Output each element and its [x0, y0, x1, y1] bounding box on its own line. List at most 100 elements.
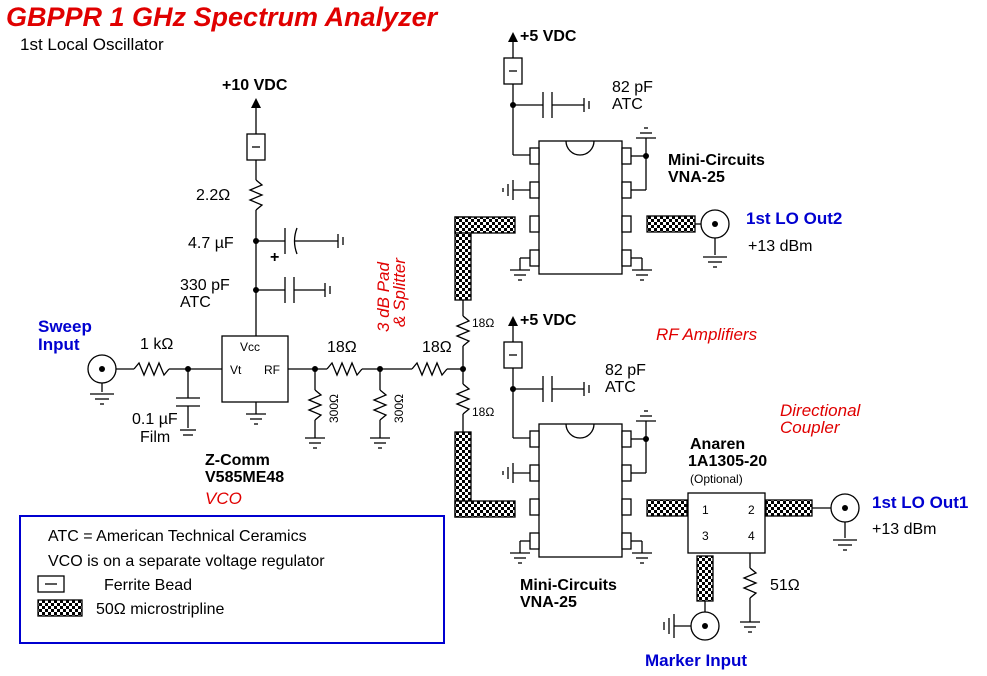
coupler-part: 1A1305-20	[688, 453, 767, 470]
r-18-b-label: 18Ω	[422, 339, 452, 356]
ground-icon	[631, 540, 652, 564]
microstrip-coupler-in	[646, 499, 688, 517]
resistor-300-a	[305, 369, 325, 449]
capacitor-330pf	[256, 277, 331, 303]
c-82-top-mfr: ATC	[612, 96, 643, 113]
legend-bead: Ferrite Bead	[104, 577, 192, 594]
arrow-up-icon	[508, 32, 518, 58]
legend-box	[19, 515, 445, 644]
legend-vco: VCO is on a separate voltage regulator	[48, 553, 325, 570]
resistor-18-b	[411, 361, 448, 377]
c-330-label: 330 pF	[180, 277, 230, 294]
diagram-subtitle: 1st Local Oscillator	[20, 35, 164, 54]
amp-top-part: VNA-25	[668, 169, 725, 186]
r-51-label: 51Ω	[770, 577, 800, 594]
supply-10v-label: +10 VDC	[222, 77, 288, 94]
out1-level: +13 dBm	[872, 521, 936, 538]
r-18-d-label: 18Ω	[472, 405, 494, 419]
arrow-up-icon	[251, 98, 261, 134]
out1-label: 1st LO Out1	[872, 493, 968, 512]
coupler-pin-2: 2	[748, 503, 755, 517]
capacitor-0-1uf	[176, 369, 200, 436]
supply-5v-bottom-label: +5 VDC	[520, 312, 577, 329]
coupler-pin-1: 1	[702, 503, 709, 517]
amplifier-bottom-ic	[529, 423, 632, 558]
coupler-pin-4: 4	[748, 529, 755, 543]
c-0-1-label: 0.1 µF	[132, 411, 178, 428]
out1-connector	[812, 493, 860, 551]
diagram-title: GBPPR 1 GHz Spectrum Analyzer	[6, 2, 439, 32]
vco-module	[221, 335, 289, 403]
legend-strip-swatch	[37, 599, 83, 617]
c-4-7-label: 4.7 µF	[188, 235, 234, 252]
r-18-a-label: 18Ω	[327, 339, 357, 356]
marker-input-label: Marker Input	[645, 651, 747, 670]
ground-icon	[510, 540, 530, 564]
r-300-b-label: 300Ω	[392, 394, 406, 423]
sweep-input-label-1: Sweep	[38, 317, 92, 336]
ground-icon	[502, 463, 530, 483]
coupler-note-2: Coupler	[780, 418, 841, 437]
rf-amps-note: RF Amplifiers	[656, 325, 758, 344]
coupler-note-1: Directional	[780, 401, 862, 420]
amp-top-mfr: Mini-Circuits	[668, 152, 765, 169]
resistor-300-b	[370, 369, 390, 449]
amp-bot-part: VNA-25	[520, 594, 577, 611]
coupler-optional: (Optional)	[690, 472, 743, 486]
out2-level: +13 dBm	[748, 238, 812, 255]
capacitor-4-7uf	[256, 227, 344, 255]
microstrip-coupler-out	[765, 499, 813, 517]
r-300-a-label: 300Ω	[327, 394, 341, 423]
vco-note: VCO	[205, 489, 242, 508]
c-82-top-label: 82 pF	[612, 79, 653, 96]
c-0-1-type: Film	[140, 429, 170, 446]
coupler-body	[687, 492, 766, 554]
legend-atc: ATC = American Technical Ceramics	[48, 528, 307, 545]
marker-input-connector	[663, 601, 720, 641]
legend-strip: 50Ω microstripline	[96, 601, 225, 618]
pad-note-2: & Splitter	[390, 257, 409, 327]
resistor-1k	[133, 361, 170, 377]
c-82-bot-mfr: ATC	[605, 379, 636, 396]
ground-icon	[631, 127, 656, 191]
c-330-mfr: ATC	[180, 294, 211, 311]
vco-part-label: V585ME48	[205, 469, 284, 486]
ground-icon	[631, 257, 652, 281]
ground-icon	[631, 410, 656, 474]
amplifier-top-ic	[529, 140, 632, 275]
coupler-pin-3: 3	[702, 529, 709, 543]
out2-label: 1st LO Out2	[746, 209, 842, 228]
ground-icon	[510, 257, 530, 281]
c-82-bot-label: 82 pF	[605, 362, 646, 379]
arrow-up-icon	[508, 316, 518, 342]
r-2-2-label: 2.2Ω	[196, 187, 230, 204]
ground-icon	[740, 621, 760, 633]
microstrip-top-horizontal	[454, 216, 516, 234]
capacitor-82pf-bottom	[513, 376, 590, 402]
resistor-51-ohm	[742, 567, 758, 599]
sweep-input-label-2: Input	[38, 335, 80, 354]
c-plus-label: +	[270, 249, 279, 266]
supply-5v-top-label: +5 VDC	[520, 28, 577, 45]
resistor-18-a	[326, 361, 363, 377]
r-1k-label: 1 kΩ	[140, 336, 173, 353]
resistor-18-d	[455, 383, 471, 415]
sweep-input-connector	[87, 354, 117, 405]
microstrip-bot-horizontal	[454, 500, 516, 518]
vco-rf-pin: RF	[264, 363, 280, 377]
vco-mfr-label: Z-Comm	[205, 452, 270, 469]
microstrip-marker	[696, 555, 714, 602]
vco-vt-pin: Vt	[230, 363, 242, 377]
microstrip-out2	[646, 215, 696, 233]
pad-note-1: 3 dB Pad	[374, 262, 393, 332]
r-18-c-label: 18Ω	[472, 316, 494, 330]
coupler-mfr: Anaren	[690, 436, 745, 453]
resistor-18-c	[455, 315, 471, 347]
resistor-2-2-ohm	[248, 179, 264, 211]
out2-connector	[695, 209, 730, 268]
ground-icon	[502, 180, 530, 200]
ground-icon	[246, 402, 266, 425]
vco-vcc-pin: Vcc	[240, 340, 260, 354]
capacitor-82pf-top	[513, 92, 590, 118]
